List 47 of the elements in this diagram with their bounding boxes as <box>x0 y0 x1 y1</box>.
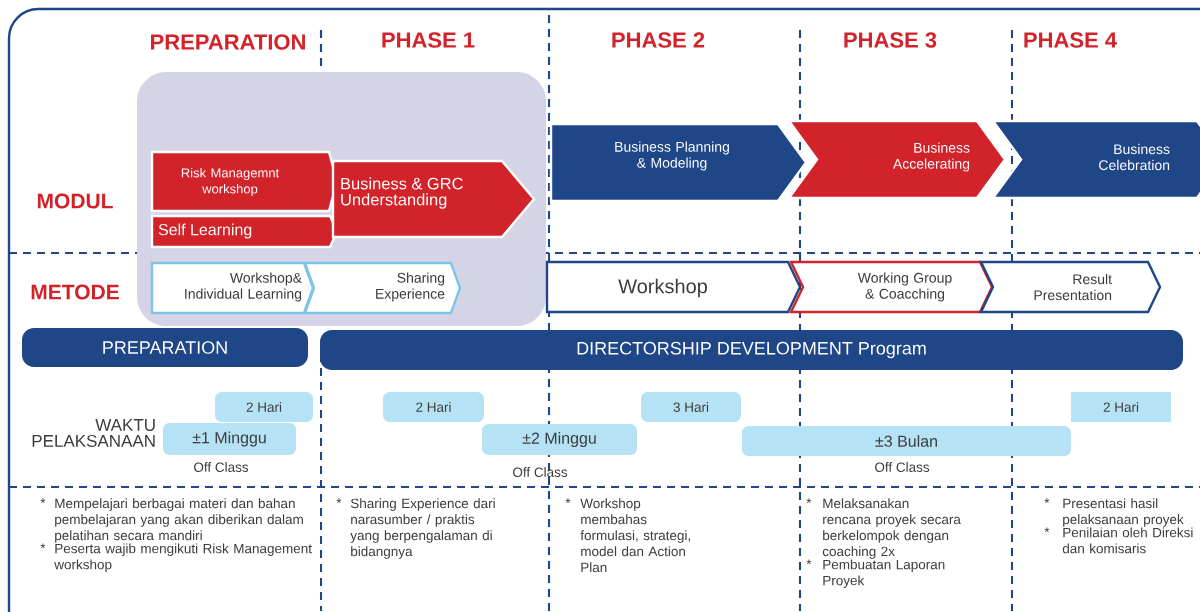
bullet-text: Melaksanakan rencana proyek secara berkelompok dengan coaching 2x <box>822 498 961 559</box>
duration-pill: ±2 Minggu <box>482 424 637 455</box>
node-label: Off Class <box>513 467 568 477</box>
process-step: Business & GRC Understanding <box>331 159 536 239</box>
bullet-mark: * <box>565 498 571 503</box>
bullet-text: Presentasi hasil pelaksanaan proyek <box>1063 498 1184 527</box>
method-step: Sharing Experience <box>303 261 462 315</box>
bullet-text: Workshop membahas formulasi, strategi, model dan Action Plan <box>580 498 690 573</box>
phase-heading: PHASE 4 <box>1024 32 1117 48</box>
bullet-mark: * <box>806 559 812 565</box>
method-step: Result Presentation <box>979 260 1162 314</box>
bullet-text: Penilaian oleh Direksi dan komisaris <box>1062 527 1193 554</box>
stage-bar: PREPARATION <box>22 328 308 367</box>
bullet-mark: * <box>336 498 342 503</box>
duration-pill: 2 Hari <box>1071 392 1171 422</box>
bullet-mark: * <box>1044 527 1050 533</box>
process-step: Business Planning & Modeling <box>549 122 808 203</box>
row-label: MODUL <box>37 193 113 209</box>
bullet-text: Peserta wajib mengikuti Risk Management workshop <box>54 543 312 572</box>
duration-pill: ±1 Minggu <box>163 423 296 455</box>
bullet-mark: * <box>40 498 46 503</box>
duration-pill: ±3 Bulan <box>742 426 1071 456</box>
duration-pill: 2 Hari <box>383 392 484 422</box>
bullet-text: Sharing Experience dari narasumber / praktis yang berpengalaman di bidangnya <box>350 498 495 559</box>
duration-pill: 2 Hari <box>215 392 313 422</box>
bullet-text: Mempelajari berbagai materi dan bahan pembelajaran yang akan diberikan dalam pelatihan secara mandiri <box>55 498 303 543</box>
method-step: Working Group & Coacching <box>789 260 994 314</box>
node-label: Off Class <box>875 462 930 472</box>
stage-bar: DIRECTORSHIP DEVELOPMENT Program <box>320 330 1183 370</box>
row-label: METODE <box>31 284 119 300</box>
node-label: ±1 Minggu <box>192 431 266 447</box>
phase-heading: PHASE 2 <box>612 32 705 48</box>
method-step: Workshop <box>545 260 802 314</box>
node-label: 2 Hari <box>246 402 282 412</box>
process-step: Self Learning <box>150 214 339 249</box>
bullet-mark: * <box>40 543 46 549</box>
process-step: Risk Managemnt workshop <box>150 150 339 213</box>
duration-pill: 3 Hari <box>641 392 741 422</box>
process-step: Business Celebration <box>990 119 1200 200</box>
phase-heading: PREPARATION <box>151 34 305 50</box>
bullet-mark: * <box>806 498 812 503</box>
phase-heading: PHASE 1 <box>382 32 475 48</box>
bullet-text: Pembuatan Laporan Proyek <box>823 559 945 588</box>
bullet-mark: * <box>1044 498 1050 503</box>
method-step: Workshop& Individual Learning <box>150 261 315 315</box>
phase-heading: PHASE 3 <box>844 32 937 48</box>
node-label: Off Class <box>194 462 249 472</box>
